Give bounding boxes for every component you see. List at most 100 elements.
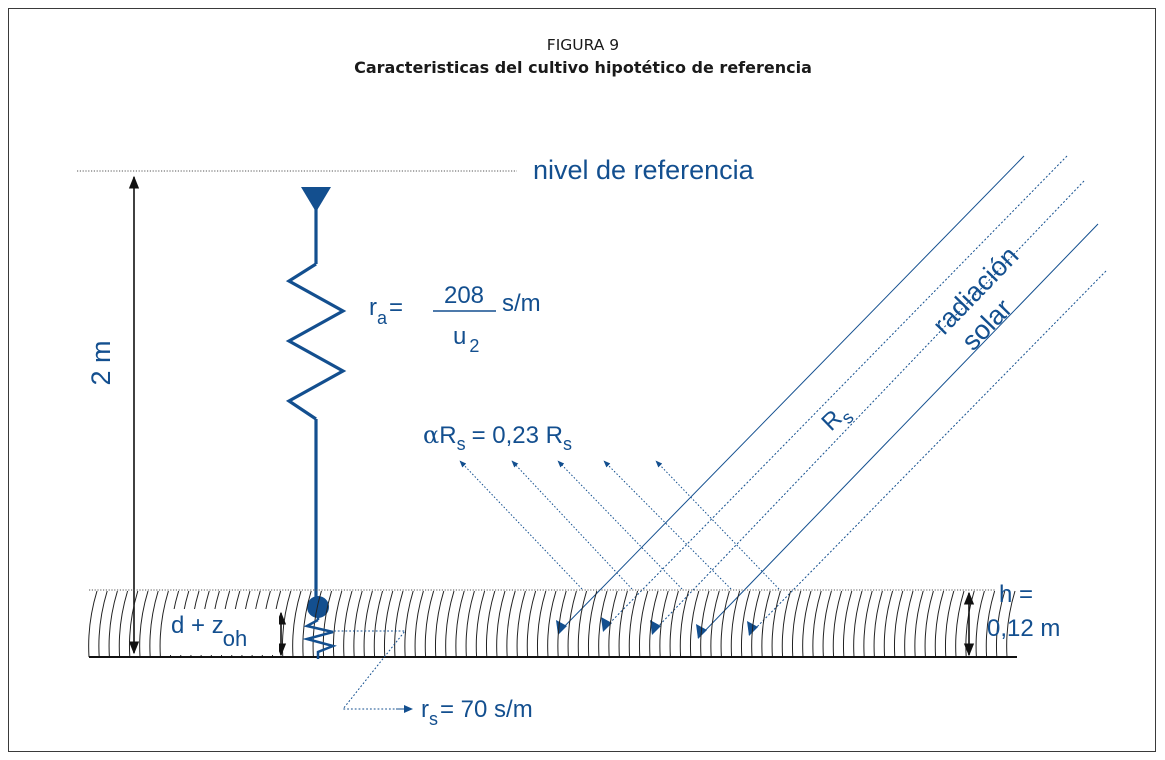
svg-text:αRs= 0,23 Rs: αRs= 0,23 Rs [423,421,572,454]
crop-stalk [904,590,914,658]
displacement-label: d + zoh [171,612,247,651]
crop-stalk [465,590,475,658]
reflected-rays [459,460,780,590]
crop-stalk [282,590,292,658]
crop-stalk [659,590,669,658]
crop-height-label: h = [999,581,1033,608]
crop-stalk [363,590,373,658]
surface-resistance-label: rs= 70 s/m [421,696,533,729]
crop-stalk [475,590,486,658]
crop-stalk [118,590,129,658]
surface-resistance-path [302,617,413,713]
radiation-arrowheads [556,617,758,639]
crop-stalk [588,590,598,658]
crop-stalk [690,590,700,658]
crop-stalk [516,590,526,658]
crop-stalk [455,590,465,658]
crop-stalk [557,590,567,658]
crop-stalk [353,590,363,658]
crop-stalk [761,590,771,658]
crop-stalk [771,590,781,658]
crop-stalk [649,590,659,658]
figure-frame: FIGURA 9 Caracteristicas del cultivo hip… [8,8,1156,752]
crop-stalk [302,590,312,658]
aerodynamic-resistance-path [285,187,347,618]
crop-stalk [873,590,883,658]
crop-stalk [608,590,618,658]
crop-stalk [751,590,761,658]
crop-stalk [414,590,424,658]
crop-stalk [129,590,139,658]
crop-stalk [924,590,934,658]
crop-stalk [424,590,435,658]
crop-stalk [792,590,802,658]
crop-stalk [567,590,577,658]
crop-stalk [934,590,945,658]
crop-stalk [945,590,955,658]
crop-stalk [985,590,996,658]
ra-unit: s/m [502,290,541,317]
crop-stalk [139,590,149,658]
crop-stalk [394,590,404,658]
crop-stalk [373,590,384,658]
crop-stalk [445,590,455,658]
crop-stalk [312,590,322,658]
figure-label: FIGURA 9 [547,36,619,54]
crop-stalk [486,590,496,658]
solar-radiation-rays [557,155,1107,639]
crop-stalk [108,590,118,658]
crop-stalk [781,590,792,658]
crop-stalk [802,590,812,658]
crop-stalk [720,590,730,658]
crop-stalk [404,590,414,658]
crop-stalk [159,590,169,658]
crop-stalk [1006,590,1016,658]
height-label: 2 m [86,340,116,385]
crop-reference-diagram: FIGURA 9 Caracteristicas del cultivo hip… [77,36,1107,729]
crop-stalk [955,590,965,658]
ra-numerator: 208 [444,282,484,309]
crop-stalk [975,590,985,658]
crop-stalk [577,590,588,658]
crop-stalk [526,590,537,658]
crop-stalk [822,590,832,658]
crop-stalk [149,590,159,658]
crop-stalk [832,590,843,658]
crop-stalk [812,590,822,658]
crop-stalk [700,590,710,658]
crop-stalk [639,590,649,658]
crop-stalk [853,590,863,658]
arrow-up-icon [301,187,331,212]
crop-stalk [628,590,639,658]
crop-stalk [333,590,343,658]
crop-stalk [435,590,445,658]
crop-stalk [894,590,904,658]
crop-stalk [863,590,873,658]
figure-title: Caracteristicas del cultivo hipotético d… [354,58,812,77]
crop-stalk [965,590,975,658]
crop-stalk [883,590,894,658]
crop-stalk [679,590,690,658]
crop-stalk [914,590,924,658]
crop-stalk [384,590,394,658]
crop-stalk [730,590,741,658]
crop-stalk [537,590,547,658]
rs-label: Rs [816,399,857,440]
crop-stalk [343,590,353,658]
crop-stalk [98,590,108,658]
crop-height-value: 0,12 m [987,615,1060,642]
albedo-formula: αRs= 0,23 Rs [423,421,572,454]
crop-stalk [547,590,557,658]
crop-stalk [710,590,720,658]
arrow-right-icon [404,705,413,713]
crop-stalk [843,590,853,658]
crop-stalk [618,590,628,658]
crop-stalk [506,590,516,658]
crop-stalk [292,590,302,658]
crop-stalk [598,590,608,658]
crop-stalk [741,590,751,658]
crop-stalk [996,590,1006,658]
reference-level-label: nivel de referencia [533,155,755,185]
crop-stalk [88,590,98,658]
